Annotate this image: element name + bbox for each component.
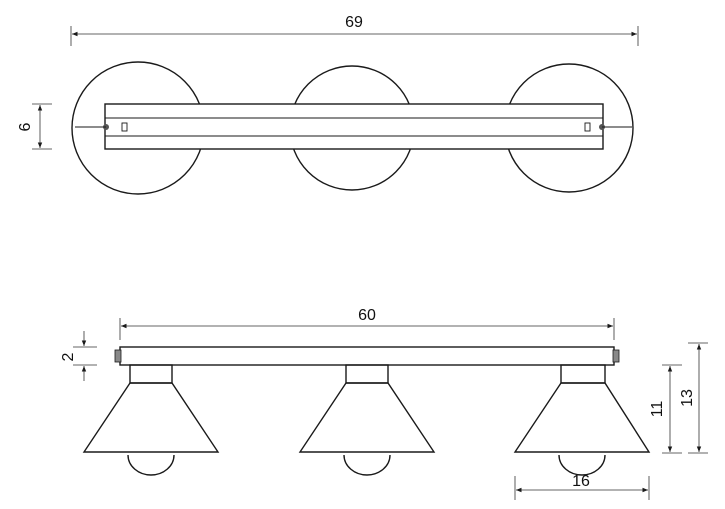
front-lamp-right <box>513 364 651 476</box>
lamp-bulb <box>127 454 175 476</box>
top-slot-left <box>121 122 128 132</box>
front-plate-cap-right <box>612 349 620 363</box>
dim-11-label: 11 <box>649 401 666 418</box>
lamp-shade <box>513 382 651 453</box>
lamp-shade <box>82 382 220 453</box>
dim-2-label: 2 <box>60 352 77 361</box>
lamp-bulb <box>343 454 391 476</box>
dim-16-label: 16 <box>572 473 590 490</box>
front-lamp-left <box>82 364 220 476</box>
front-lamp-middle <box>298 364 436 476</box>
lamp-holder <box>560 364 606 384</box>
dim-60-label: 60 <box>358 307 376 324</box>
front-view: 60 2 11 13 16 <box>60 307 708 500</box>
lamp-holder <box>345 364 389 384</box>
lamp-holder <box>129 364 173 384</box>
front-plate <box>119 346 615 366</box>
top-plate <box>104 103 604 150</box>
lamp-shade <box>298 382 436 453</box>
front-plate-cap-left <box>114 349 122 363</box>
top-slot-right <box>584 122 591 132</box>
lamp-bulb <box>558 454 606 476</box>
dim-13-label: 13 <box>679 389 696 407</box>
dim-6-label: 6 <box>17 122 34 131</box>
top-view: 69 6 <box>17 14 639 195</box>
dim-69-label: 69 <box>345 14 363 31</box>
